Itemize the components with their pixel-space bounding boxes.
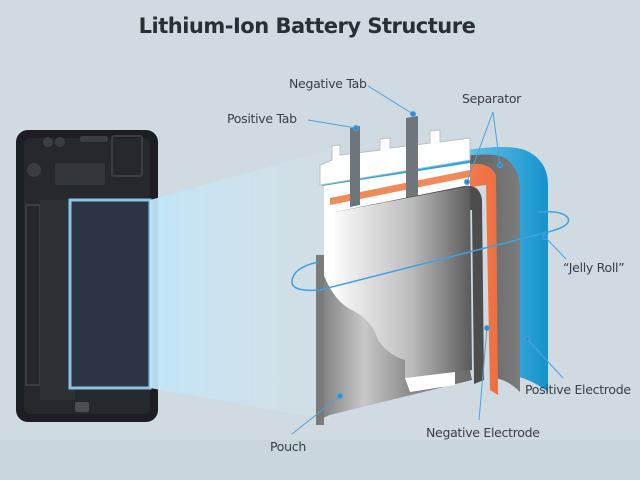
leader-negative-electrode (478, 327, 488, 421)
leader-pouch (291, 395, 341, 435)
label-jelly-roll: “Jelly Roll” (563, 260, 625, 275)
vibration-motor (27, 163, 41, 177)
leader-positive-electrode (526, 338, 564, 379)
label-pouch: Pouch (270, 439, 306, 454)
leader-negative-tab (367, 85, 414, 115)
phone-illustration (16, 130, 158, 422)
label-negative-tab: Negative Tab (289, 76, 367, 91)
label-negative-electrode: Negative Electrode (426, 425, 540, 440)
positive-tab (350, 126, 360, 207)
leader-separator-2 (492, 111, 501, 166)
label-positive-electrode: Positive Electrode (525, 382, 631, 397)
label-separator: Separator (462, 91, 522, 106)
floor-shade (0, 440, 640, 480)
leader-separator-1 (466, 111, 494, 183)
projection-beam (150, 150, 330, 420)
negative-tab (406, 116, 418, 198)
positive-electrode (440, 146, 548, 392)
phone-battery-highlight (68, 198, 152, 390)
outer-separator (440, 154, 520, 392)
leader-positive-tab (307, 119, 357, 129)
label-positive-tab: Positive Tab (227, 111, 297, 126)
leader-jelly-roll (544, 236, 567, 260)
diagram-title: Lithium-Ion Battery Structure (138, 14, 476, 38)
jelly-roll-loop (291, 210, 570, 292)
